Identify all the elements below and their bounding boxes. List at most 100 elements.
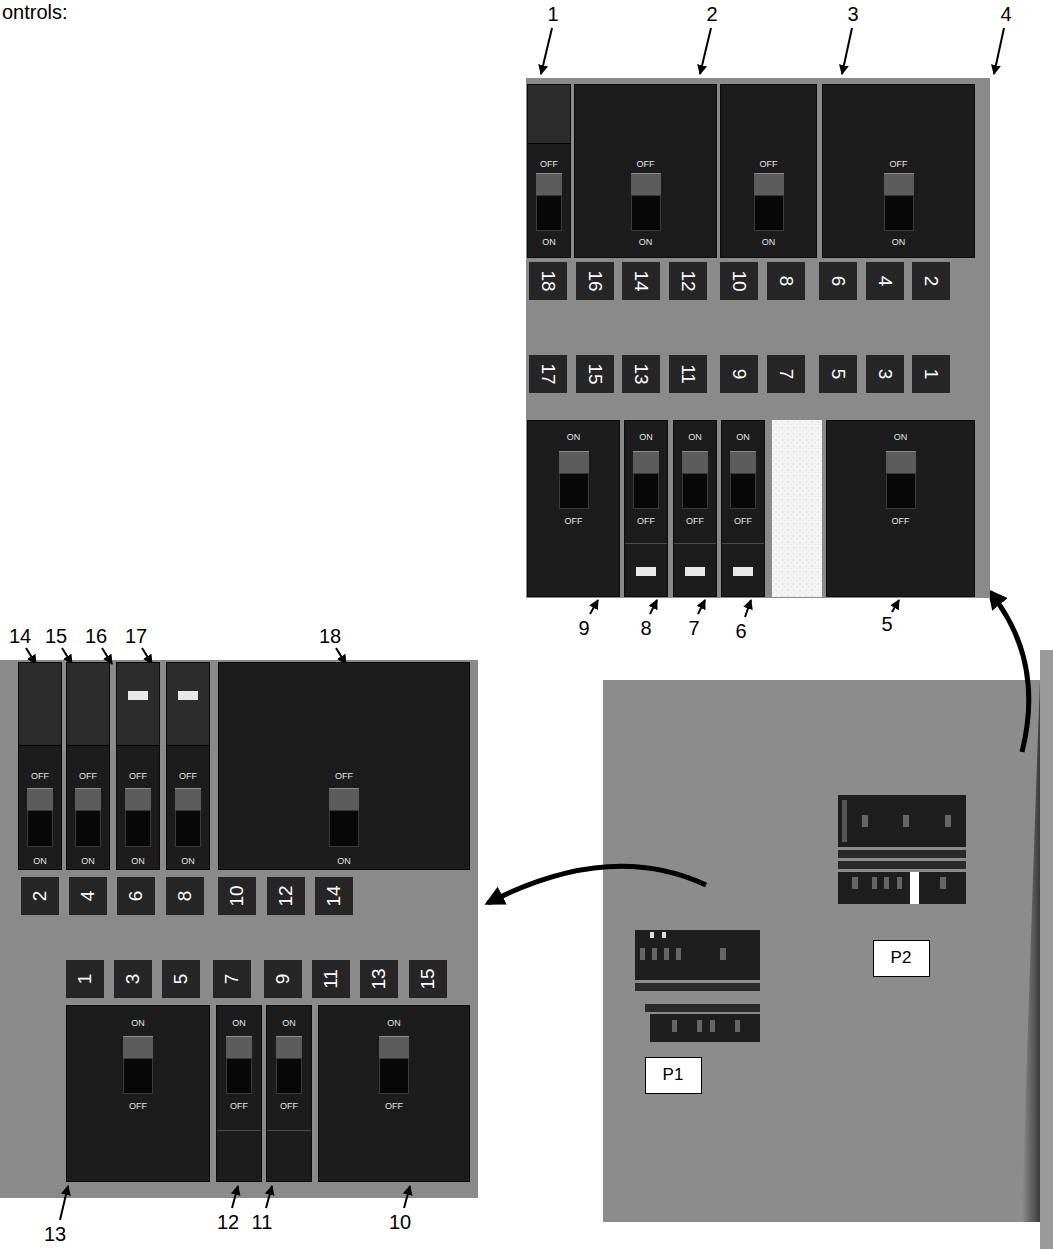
- circuit-number-text: 4: [77, 891, 99, 902]
- switch-state: OFF: [637, 516, 655, 526]
- switch-state: OFF: [280, 1101, 298, 1111]
- breaker: ONOFF: [318, 1005, 470, 1182]
- toggle-handle: [633, 473, 659, 509]
- callout-number: 12: [217, 1211, 239, 1234]
- callout-number: 14: [9, 625, 31, 648]
- circuit-number-text: 5: [827, 369, 849, 380]
- circuit-number-text: 14: [630, 270, 652, 291]
- circuit-number: 15: [409, 960, 447, 998]
- toggle-handle: [754, 195, 784, 231]
- switch-state: ON: [282, 1018, 296, 1028]
- panel-p2: [526, 78, 990, 598]
- circuit-number-text: 18: [537, 270, 559, 291]
- callout-number: 3: [847, 3, 858, 26]
- switch-state: OFF: [890, 159, 908, 169]
- circuit-number: 9: [720, 355, 758, 393]
- circuit-number: 1: [912, 355, 950, 393]
- circuit-number: 2: [912, 262, 950, 300]
- switch-state: OFF: [230, 1101, 248, 1111]
- switch-state: OFF: [686, 516, 704, 526]
- toggle-handle: [125, 810, 151, 847]
- breaker-cap: [117, 663, 159, 746]
- circuit-number: 13: [622, 355, 660, 393]
- toggle-handle: [27, 810, 53, 847]
- toggle-handle: [559, 473, 589, 509]
- breaker: OFFON: [527, 84, 571, 258]
- circuit-number: 17: [529, 355, 567, 393]
- circuit-number-text: 7: [775, 369, 797, 380]
- breaker: OFFON: [18, 662, 62, 870]
- switch-state: OFF: [892, 516, 910, 526]
- switch-state: ON: [639, 432, 653, 442]
- toggle-handle: [730, 473, 756, 509]
- toggle-handle: [276, 1058, 302, 1094]
- breaker-seam: [217, 1130, 261, 1131]
- circuit-number: 4: [69, 877, 107, 915]
- breaker: OFFON: [66, 662, 110, 870]
- breaker: OFFON: [720, 84, 817, 258]
- indicator-tab: [733, 567, 753, 576]
- callout-number: 13: [44, 1223, 66, 1246]
- circuit-number-text: 8: [174, 891, 196, 902]
- circuit-number-text: 6: [827, 276, 849, 287]
- breaker-seam: [674, 543, 716, 544]
- toggle-handle: [175, 810, 201, 847]
- circuit-number: 12: [267, 877, 305, 915]
- circuit-number-text: 12: [677, 270, 699, 291]
- breaker: ONOFF: [721, 420, 765, 597]
- indicator-tab: [128, 691, 148, 700]
- breaker-cap: [19, 663, 61, 746]
- circuit-number: 8: [166, 877, 204, 915]
- breaker-seam: [722, 543, 764, 544]
- circuit-number-text: 11: [320, 969, 342, 989]
- circuit-number-text: 4: [874, 276, 896, 287]
- switch-state: ON: [892, 237, 906, 247]
- switch-state: OFF: [385, 1101, 403, 1111]
- switch-state: ON: [639, 237, 653, 247]
- circuit-number: 3: [866, 355, 904, 393]
- toggle-handle: [329, 788, 359, 811]
- circuit-number: 8: [767, 262, 805, 300]
- breaker: OFFON: [218, 662, 470, 870]
- heading-fragment: ontrols:: [2, 1, 68, 24]
- switch-state: ON: [131, 856, 145, 866]
- circuit-number: 15: [576, 355, 614, 393]
- circuit-number: 9: [264, 960, 302, 998]
- circuit-number: 6: [117, 877, 155, 915]
- toggle-handle: [226, 1036, 252, 1059]
- circuit-number-text: 1: [74, 974, 96, 985]
- switch-state: ON: [131, 1018, 145, 1028]
- circuit-number: 5: [819, 355, 857, 393]
- circuit-number-text: 16: [584, 270, 606, 291]
- circuit-number-text: 15: [417, 968, 439, 989]
- circuit-number-text: 15: [584, 363, 606, 384]
- switch-state: OFF: [129, 1101, 147, 1111]
- breaker: ON OFF: [266, 1005, 312, 1182]
- toggle-handle: [754, 173, 784, 196]
- panel-name: P1: [663, 1065, 684, 1085]
- callout-number: 4: [1000, 3, 1011, 26]
- breaker-seam: [267, 1130, 311, 1131]
- switch-state: ON: [762, 237, 776, 247]
- wall-shadow: [1022, 680, 1040, 1222]
- toggle-handle: [379, 1036, 409, 1059]
- toggle-handle: [125, 788, 151, 811]
- switch-state: ON: [181, 856, 195, 866]
- callout-number: 10: [389, 1211, 411, 1234]
- circuit-number-text: 3: [874, 369, 896, 380]
- toggle-handle: [633, 451, 659, 474]
- breaker: ON OFF: [66, 1005, 210, 1182]
- panel-tag: P2: [873, 940, 930, 977]
- toggle-handle: [123, 1036, 153, 1059]
- indicator-tab: [636, 567, 656, 576]
- circuit-number: 14: [622, 262, 660, 300]
- circuit-number: 4: [866, 262, 904, 300]
- callout-number: 2: [706, 3, 717, 26]
- circuit-number: 11: [669, 355, 707, 393]
- circuit-number-text: 3: [122, 974, 144, 985]
- toggle-handle: [886, 473, 916, 509]
- circuit-number-text: 9: [272, 974, 294, 985]
- circuit-number: 2: [21, 877, 59, 915]
- callout-number: 7: [688, 617, 699, 640]
- breaker: ONOFF: [673, 420, 717, 597]
